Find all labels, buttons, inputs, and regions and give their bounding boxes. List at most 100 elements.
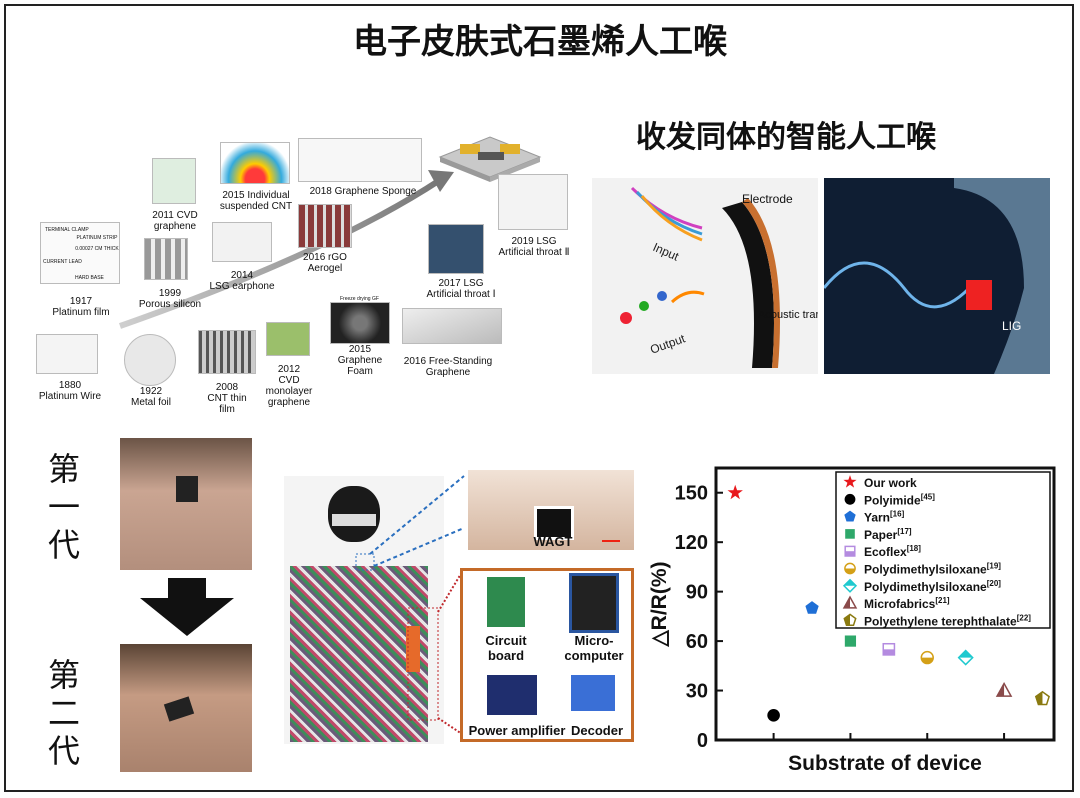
hard-base-text: HARD BASE	[75, 275, 104, 281]
electrode-label: Electrode	[742, 192, 793, 206]
callout-lines	[355, 475, 465, 735]
legend-box	[835, 471, 1051, 629]
timeline-panel: 1880 Platinum Wire TERMINAL CLAMP PLATIN…	[30, 112, 590, 422]
legend-marker-6	[844, 562, 856, 575]
decoder-image	[571, 675, 615, 711]
thumb-platinum-film: TERMINAL CLAMP PLATINUM STRIP 0.00027 CM…	[40, 222, 120, 284]
circuit-board-image	[487, 577, 525, 627]
legend-marker-9	[843, 613, 857, 627]
legend-marker-8	[842, 595, 858, 609]
label-2016-rgo: 2016 rGO Aerogel	[303, 252, 347, 274]
data-point-1	[727, 484, 743, 500]
thumb-platinum-wire	[36, 334, 98, 374]
thumb-artificial-throat-1	[428, 224, 484, 274]
legend-entry-6: Polydimethylsiloxane[19]	[864, 562, 1001, 577]
legend-marker-5	[844, 545, 856, 557]
legend-entry-7: Polydimethylsiloxane[20]	[864, 579, 1001, 594]
label-2017: 2017 LSG Artificial throat Ⅰ	[426, 278, 496, 300]
hardware-panel: Circuit board Micro-computer Power ampli…	[460, 568, 634, 742]
legend-marker-3	[844, 510, 856, 522]
y-tick-label: 0	[697, 730, 708, 752]
terminal-clamp-text: TERMINAL CLAMP	[45, 227, 89, 233]
section-subtitle: 收发同体的智能人工喉	[636, 121, 936, 154]
label-2016-free: 2016 Free-Standing Graphene	[403, 356, 493, 378]
timeline-arrow	[119, 170, 454, 329]
y-axis-label: △R/R(%)	[648, 562, 671, 648]
legend-marker-4	[845, 529, 855, 539]
plot-frame	[714, 466, 1056, 742]
lig-device	[966, 280, 992, 310]
data-point-9	[1034, 690, 1050, 706]
thumb-free-standing	[402, 308, 502, 344]
lig-label: LIG	[1002, 319, 1021, 333]
data-point-2	[767, 708, 780, 722]
y-tick-label: 30	[686, 681, 708, 703]
down-arrow-icon	[140, 578, 234, 636]
thumb-lsg-earphone	[212, 222, 272, 262]
label-2012: 2012 CVD monolayer graphene	[265, 364, 313, 408]
label-1917: 1917 Platinum film	[52, 296, 110, 318]
thumb-porous-silicon	[144, 238, 188, 280]
thumb-cnt-film	[198, 330, 256, 374]
legend-marker-2	[844, 493, 856, 505]
data-point-8	[995, 682, 1013, 697]
music-notes-icon	[620, 290, 705, 324]
thumb-suspended-cnt	[220, 142, 290, 184]
decoder-label: Decoder	[570, 723, 624, 738]
legend-entry-1: Our work	[864, 476, 917, 490]
thumb-rgo-aerogel	[298, 204, 352, 248]
thumb-graphene-sponge	[298, 138, 422, 182]
device-image	[438, 136, 542, 182]
y-tick-label: 120	[675, 532, 708, 554]
x-axis-label: Substrate of device	[788, 752, 982, 775]
second-generation-photo	[120, 644, 252, 772]
label-2011: 2011 CVD graphene	[152, 210, 198, 232]
wearer-illustration: LIG	[824, 178, 1050, 374]
second-generation-label: 第 二 代	[47, 656, 80, 770]
page-title: 电子皮肤式石墨烯人工喉	[353, 23, 727, 61]
y-tick-label: 60	[686, 631, 708, 653]
data-point-3	[805, 601, 819, 614]
input-wave-icon	[630, 186, 703, 242]
legend-entry-8: Microfabrics[21]	[864, 596, 950, 611]
thumb-monolayer-graphene	[266, 322, 310, 356]
label-2015-cnt: 2015 Individual suspended CNT	[219, 190, 293, 212]
data-point-4	[844, 635, 857, 647]
wagt-label: WAGT	[533, 534, 573, 549]
circuit-board-label: Circuit board	[485, 633, 527, 663]
data-point-6	[920, 650, 934, 665]
label-1880: 1880 Platinum Wire	[38, 380, 102, 402]
wearer-photo	[284, 476, 444, 744]
label-1922: 1922 Metal foil	[130, 386, 171, 408]
microcomputer-image	[569, 573, 619, 633]
data-point-7	[957, 649, 974, 666]
sound-wave-icon	[824, 261, 976, 309]
data-point-5	[882, 642, 896, 656]
legend-marker-1	[843, 475, 857, 488]
label-2008: 2008 CNT thin film	[207, 382, 247, 415]
legend-entry-2: Polyimide[45]	[864, 492, 935, 507]
concept-illustration: Input Output Electrode Acoustic transduc…	[592, 178, 818, 374]
power-amplifier-image	[487, 675, 537, 715]
first-generation-label: 第 一 代	[47, 450, 80, 564]
thumb-cvd-graphene	[152, 158, 196, 204]
microcomputer-label: Micro-computer	[564, 633, 624, 663]
label-2018: 2018 Graphene Sponge	[309, 186, 417, 197]
transducer-label: Acoustic transducer	[758, 309, 818, 321]
thumb-artificial-throat-2	[498, 174, 568, 230]
label-2015-foam: 2015 Graphene Foam	[337, 344, 383, 377]
figure-frame	[4, 4, 1074, 792]
label-1999: 1999 Porous silicon	[138, 288, 202, 310]
freeze-drying-text: Freeze drying GF	[340, 296, 379, 302]
power-amplifier-label: Power amplifier	[468, 723, 566, 738]
legend-entry-9: Polyethylene terephthalate[22]	[864, 613, 1031, 628]
label-2019: 2019 LSG Artificial throat Ⅱ	[498, 236, 570, 258]
thumb-graphene-foam	[330, 302, 390, 344]
label-2014: 2014 LSG earphone	[209, 270, 275, 292]
thumb-metal-foil	[124, 334, 176, 386]
transducer-film	[722, 202, 774, 368]
y-tick-label: 90	[686, 582, 708, 604]
current-lead-text: CURRENT LEAD	[43, 259, 82, 265]
